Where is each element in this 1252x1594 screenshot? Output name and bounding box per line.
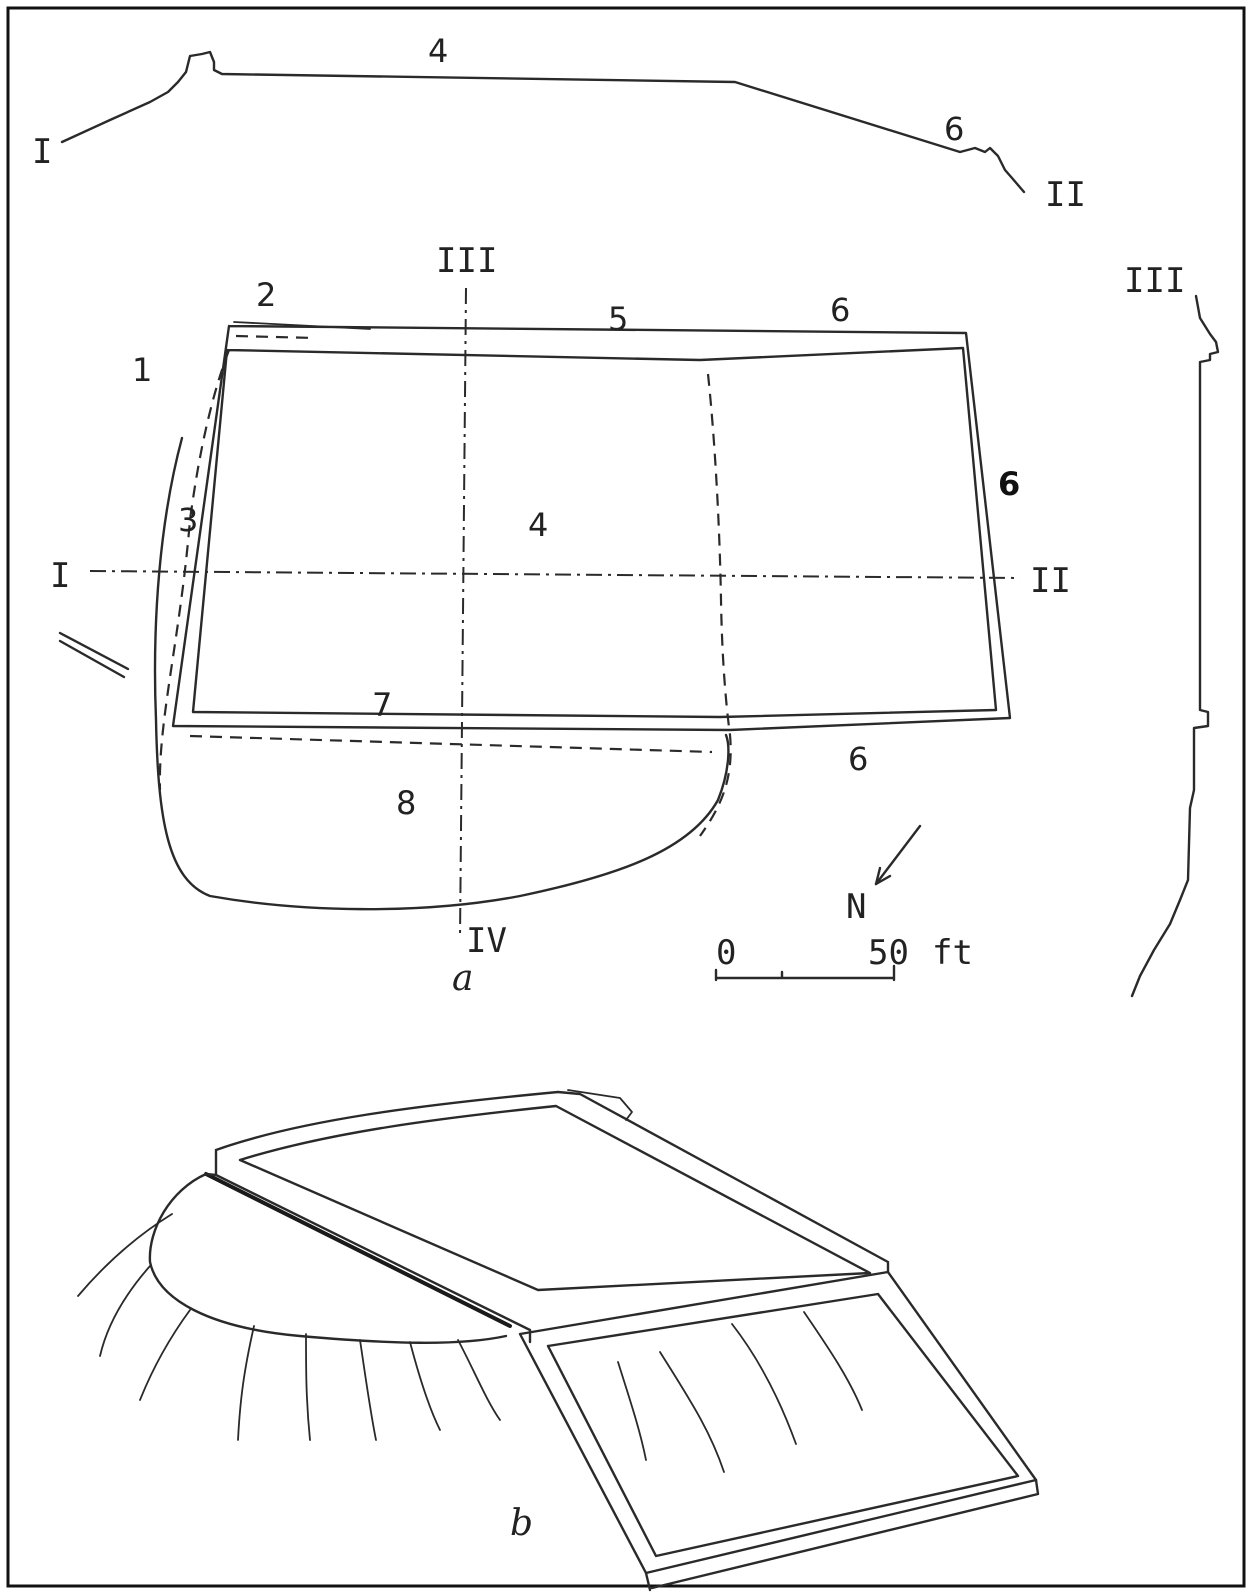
area-label-6-bottom: 6 <box>848 740 868 778</box>
persp-left-edge-bold <box>204 1172 512 1328</box>
perspective-view: b <box>77 1089 1040 1592</box>
strip-2 <box>233 321 371 330</box>
drain-line-a <box>58 631 130 671</box>
north-arrow: N <box>846 824 922 927</box>
strip-2-dashed <box>235 334 316 340</box>
caption-b: b <box>510 1503 533 1544</box>
plan-label-ii: II <box>1030 561 1071 601</box>
page-border <box>6 6 1246 1588</box>
label-section-6: 6 <box>944 110 964 148</box>
side-label-iii: III <box>1124 261 1185 301</box>
persp-ramp-hatch <box>617 1311 863 1473</box>
scale-bar: 0 50 ft <box>714 933 973 982</box>
label-section-i: I <box>32 132 52 172</box>
persp-ramp-inner <box>546 1292 1020 1558</box>
section-i-ii-line <box>60 50 1026 194</box>
plan-label-iv: IV <box>466 921 507 961</box>
north-arrow-shaft <box>874 824 922 886</box>
drain-line-b <box>58 639 126 679</box>
scale-start: 0 <box>716 933 736 973</box>
section-iii-iv-line <box>1130 294 1220 998</box>
scale-end: 50 <box>868 933 909 973</box>
plan-view: III I II IV 1 2 3 4 5 6 6 6 7 8 N 0 50 f… <box>50 241 1071 999</box>
area-label-3: 3 <box>178 501 198 539</box>
bottom-strip-dashed <box>189 734 713 754</box>
persp-mound-hatch <box>77 1213 501 1441</box>
area-label-1: 1 <box>132 351 152 389</box>
north-arrow-head <box>874 866 892 886</box>
scale-bar-line <box>714 964 896 982</box>
area-label-7: 7 <box>372 686 392 724</box>
outer-bank <box>171 324 1012 732</box>
section-line-i-ii <box>89 570 1021 579</box>
area-label-2: 2 <box>256 276 276 314</box>
plan-label-iii: III <box>436 241 497 281</box>
persp-left-edge <box>204 1172 532 1344</box>
persp-small-box <box>567 1089 633 1121</box>
section-profile-iii-iv: III <box>1124 261 1220 998</box>
outer-curve-1 <box>153 436 730 911</box>
interior-partition <box>699 373 732 837</box>
caption-a: a <box>452 958 473 999</box>
area-label-5: 5 <box>608 300 628 338</box>
label-section-ii: II <box>1045 175 1086 215</box>
area-label-8: 8 <box>396 784 416 822</box>
area-label-6-top: 6 <box>830 291 850 329</box>
persp-inner-frame <box>238 1104 872 1292</box>
north-label: N <box>846 887 866 927</box>
area-label-4: 4 <box>528 506 548 544</box>
plan-label-i: I <box>50 556 70 596</box>
persp-outer-top <box>214 1090 890 1274</box>
section-profile-i-ii: I 4 6 II <box>32 32 1086 215</box>
scale-unit: ft <box>932 933 973 973</box>
inner-enclosure <box>191 346 998 719</box>
area-label-6-right: 6 <box>998 465 1020 503</box>
bank-3-dashed <box>158 349 231 791</box>
section-line-iii-iv <box>459 287 467 939</box>
persp-ramp-base <box>644 1478 1040 1592</box>
label-section-4: 4 <box>428 32 448 70</box>
